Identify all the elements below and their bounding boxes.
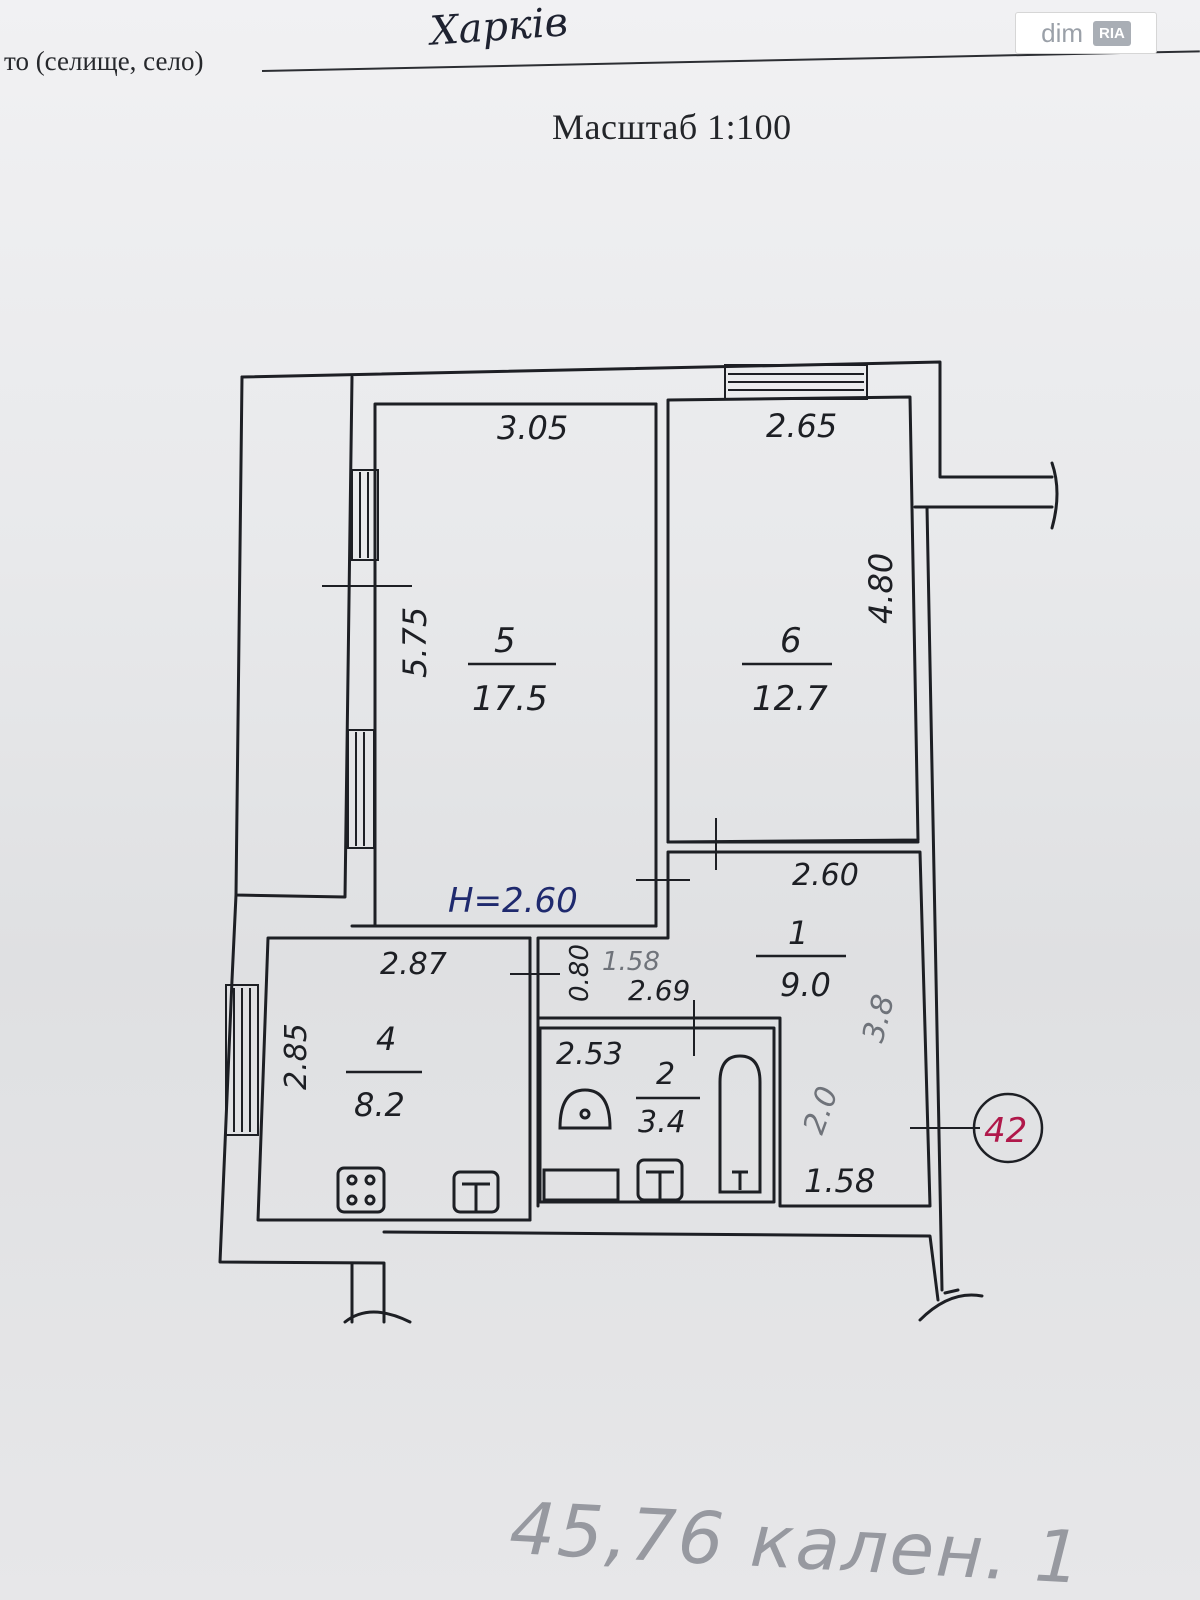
- dimension-label-pencil: 2.0: [797, 1082, 846, 1139]
- dimension-label: 4.80: [862, 553, 900, 624]
- window-room-5-lower: [347, 729, 375, 849]
- sink-icon: [636, 1158, 684, 1202]
- dimension-label-pencil: 3.8: [856, 991, 902, 1046]
- toilet-icon: [542, 1088, 620, 1202]
- watermark-ria-badge: RIA: [1093, 20, 1131, 46]
- wall-end-arc-sw: [343, 1310, 412, 1324]
- balcony-outline: [234, 375, 354, 899]
- dimension-label: 3.05: [497, 409, 568, 447]
- window-kitchen: [225, 984, 259, 1136]
- dimria-watermark: dim RIA: [1015, 12, 1157, 54]
- dimension-label: 0.80: [565, 944, 595, 1002]
- dimension-label: 2.69: [628, 974, 690, 1007]
- window-north: [724, 364, 868, 400]
- dimension-label: 2.53: [556, 1037, 623, 1072]
- room-number: 1: [788, 914, 808, 952]
- room-number: 2: [656, 1057, 675, 1092]
- room-area: 8.2: [354, 1086, 405, 1124]
- room-2-outline: [538, 1026, 776, 1204]
- room-number: 6: [780, 621, 802, 661]
- outer-wall-west-lower: [218, 893, 386, 1324]
- outer-wall-east-face: [925, 505, 944, 1292]
- dimension-label: 1.58: [804, 1162, 875, 1200]
- bathtub-icon: [718, 1054, 762, 1194]
- outer-wall-right-thick: [943, 1288, 960, 1295]
- dimension-label: 2.60: [792, 858, 859, 893]
- wall-end-arc-east: [1050, 461, 1059, 530]
- scale-title: Масштаб 1:100: [552, 107, 792, 147]
- dimension-label: 5.75: [396, 607, 434, 678]
- dimension-label-pencil: 1.58: [602, 947, 660, 977]
- ceiling-height-note: H=2.60: [448, 881, 578, 921]
- stove-icon: [336, 1166, 386, 1214]
- dimension-label: 2.65: [766, 407, 837, 445]
- outer-wall: [240, 360, 1054, 479]
- room-number: 4: [376, 1020, 396, 1058]
- settlement-label: то (селище, село): [4, 46, 204, 76]
- apartment-number: 42: [984, 1111, 1027, 1151]
- dimension-label: 2.85: [279, 1023, 314, 1090]
- room-number: 5: [494, 621, 516, 661]
- room-area: 17.5: [472, 679, 548, 719]
- room-1-outline: [536, 850, 932, 1208]
- wall-end-arc-se: [918, 1293, 984, 1322]
- window-room-5-upper: [351, 469, 379, 561]
- room-area: 3.4: [638, 1105, 686, 1140]
- apartment-number-circle: [972, 1092, 1044, 1164]
- sink-icon: [452, 1170, 500, 1214]
- room-area: 12.7: [752, 679, 828, 719]
- room-area: 9.0: [780, 966, 831, 1004]
- watermark-dim-text: dim: [1041, 17, 1084, 48]
- dimension-label: 2.87: [380, 947, 447, 982]
- outer-wall-south: [382, 1230, 940, 1302]
